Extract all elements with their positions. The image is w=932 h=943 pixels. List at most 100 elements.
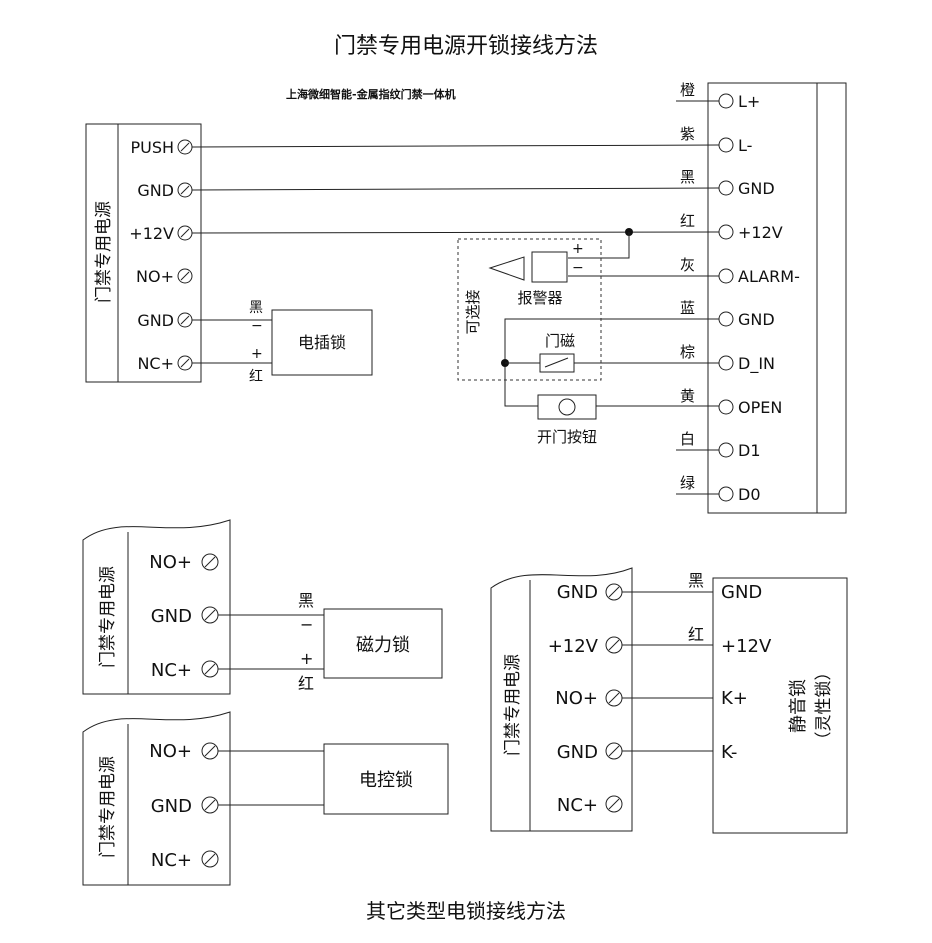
alarm-label: 报警器 [517,289,562,307]
optional-label: 可选接 [464,289,482,334]
svg-text:−: − [251,318,263,334]
mag-terminal[interactable]: NC+ [151,660,192,681]
ctrl-terminal[interactable]: NC+ [151,850,192,871]
psu-terminal[interactable]: NO+ [136,267,193,286]
controller-box [707,82,847,514]
controller-terminal-icon [718,93,734,109]
ctrl-lock-name: 电控锁 [359,770,413,791]
controller-terminal-icon [718,137,734,153]
svg-text:+12V: +12V [129,224,174,243]
top-wires [191,144,720,407]
controller-terminal[interactable]: L+ [738,92,760,111]
svg-text:GND: GND [137,181,174,200]
mag-lock-name: 磁力锁 [356,635,410,656]
silent-lock-terminal[interactable]: +12V [721,636,772,657]
ctrl-terminal[interactable]: NO+ [149,741,192,762]
controller-terminal[interactable]: OPEN [738,398,782,417]
svg-text:红: 红 [298,674,314,693]
controller-terminal[interactable]: +12V [738,223,783,242]
silent-lock-terminal[interactable]: GND [721,582,762,603]
controller-terminal[interactable]: L- [738,136,752,155]
svg-text:−: − [300,615,313,634]
siren-icon [488,256,525,281]
controller-terminal[interactable]: GND [738,179,775,198]
controller-terminal-icon [718,399,734,415]
silent-psu-terminal[interactable]: GND [557,742,598,763]
svg-text:门禁专用电源: 门禁专用电源 [503,654,523,756]
silent-psu-terminal[interactable]: NC+ [557,795,598,816]
silent-psu-terminal[interactable]: NO+ [555,688,598,709]
wire-color-label: 紫 [680,125,695,143]
wire-color-label: 红 [688,625,704,644]
psu-box [85,123,202,383]
controller-terminal-icon [718,486,734,502]
svg-text:PUSH: PUSH [130,138,174,157]
svg-text:红: 红 [249,369,263,385]
silent-psu-terminal[interactable]: GND [557,582,598,603]
psu-terminal[interactable]: NC+ [137,354,193,373]
svg-text:门禁专用电源: 门禁专用电源 [98,756,118,858]
main-title: 门禁专用电源开锁接线方法 [334,34,598,59]
controller-terminal-icon [718,224,734,240]
door-sensor-label: 门磁 [545,332,575,350]
mag-terminal[interactable]: GND [151,606,192,627]
plug-lock-name: 电插锁 [298,333,346,352]
wire-color-label: 黑 [688,571,704,590]
psu-torn-box [82,711,231,886]
ctrl-lock-box [323,743,449,815]
psu-label: 门禁专用电源 [94,201,114,303]
controller-terminal-icon [718,355,734,371]
silent-psu-terminal[interactable]: +12V [548,636,599,657]
optional-dashed-box [457,238,602,381]
controller-terminal[interactable]: GND [738,310,775,329]
silent-lock-subname: （灵性锁） [814,664,834,749]
controller-terminal-icon [718,268,734,284]
psu-torn-box [82,519,231,695]
svg-text:GND: GND [137,311,174,330]
bottom-title: 其它类型电锁接线方法 [366,899,566,923]
psu-terminal[interactable]: GND [137,181,193,200]
svg-text:黑: 黑 [249,300,263,316]
plug-lock-box [271,309,373,376]
wire-color-label: 灰 [680,256,695,274]
silent-lock-terminal[interactable]: K- [721,742,737,763]
svg-text:黑: 黑 [298,591,314,610]
svg-text:+: + [300,649,313,668]
controller-terminal-icon [718,180,734,196]
psu-terminal[interactable]: +12V [129,224,193,243]
mag-lock-box [323,608,443,679]
controller-terminal-icon [718,442,734,458]
svg-text:NC+: NC+ [137,354,174,373]
svg-text:−: − [572,260,584,276]
controller-terminal[interactable]: D1 [738,441,761,460]
alarm-box [531,251,568,283]
wire-color-label: 蓝 [680,299,695,317]
psu-block: 门禁专用电源 PUSH GND +12V NO+ GND NC+ [85,123,202,383]
push-button-icon [558,398,576,416]
wire-color-label: 棕 [680,343,695,361]
ctrl-lock-section: 门禁专用电源 NO+ GND NC+ 电控锁 [82,711,449,886]
wire-color-label: 橙 [680,81,695,99]
ctrl-terminal[interactable]: GND [151,796,192,817]
silent-lock-terminal[interactable]: K+ [721,688,748,709]
psu-terminal[interactable]: PUSH [130,138,193,157]
optional-section: 可选接 + − 报警器 门磁 开门按钮 [457,238,602,446]
mag-terminal[interactable]: NO+ [149,552,192,573]
controller-terminal[interactable]: D_IN [738,354,775,374]
svg-text:NO+: NO+ [136,267,174,286]
silent-lock-box [712,577,848,834]
controller-block: L+ L- GND +12V ALARM- GND D_IN OPEN D1 D… [676,81,847,514]
svg-text:+: + [251,346,263,362]
svg-text:+: + [572,241,584,257]
controller-terminal[interactable]: ALARM- [738,267,800,286]
psu-terminal[interactable]: GND [137,311,193,330]
wire-color-label: 黑 [680,168,695,186]
wire-color-label: 绿 [680,474,695,492]
psu-torn-box [490,567,633,832]
silent-lock-section: 门禁专用电源 GND +12V NO+ GND NC+ GND +12V K+ … [490,567,848,834]
controller-terminal[interactable]: D0 [738,485,761,504]
svg-text:门禁专用电源: 门禁专用电源 [98,566,118,668]
mag-lock-section: 门禁专用电源 NO+ GND NC+ 磁力锁 黑 − + 红 [82,519,443,695]
wire-color-label: 黄 [680,387,695,405]
